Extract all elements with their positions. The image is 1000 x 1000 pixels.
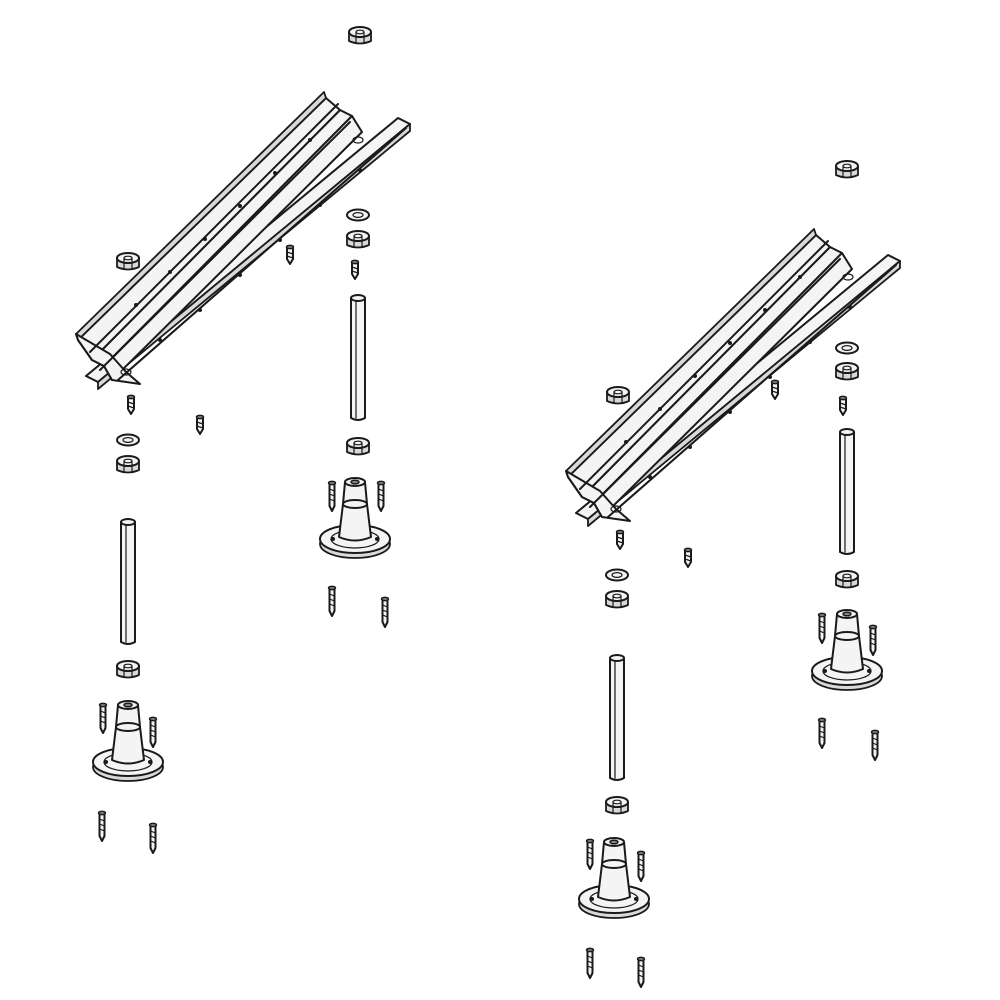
rod-nut [346,437,370,456]
leg-screw [615,529,625,550]
floor-screw [585,947,595,979]
threaded-rod [609,654,625,781]
floor-screw [97,810,107,842]
rod-nut [605,796,629,815]
rod-nut [835,570,859,589]
rail-screw [195,414,205,435]
right-bath-support-kit [565,160,901,988]
nut [835,362,859,381]
rail-nut [116,252,140,271]
leg-screw [838,395,848,416]
floor-screw [148,822,158,854]
leg-screw [350,259,360,280]
foot-screw [148,716,158,748]
foot-screw [327,480,337,512]
threaded-rod [839,428,855,555]
washer [835,341,859,355]
rod-nut [116,660,140,679]
left-bath-support-kit [75,26,411,854]
foot-screw [817,612,827,644]
top-nut [835,160,859,179]
nut [605,590,629,609]
threaded-rod [120,518,136,645]
washer [116,433,140,447]
foot-screw [98,702,108,734]
rail-screw [683,547,693,568]
foot-screw [868,624,878,656]
foot-screw [636,850,646,882]
rail-screw [285,244,295,265]
foot-screw [376,480,386,512]
rail-nut [606,386,630,405]
rail-screw [770,379,780,400]
floor-screw [636,956,646,988]
floor-screw [817,717,827,749]
threaded-rod [350,294,366,421]
leg-screw [126,394,136,415]
washer [346,208,370,222]
washer [605,568,629,582]
floor-screw [380,596,390,628]
floor-screw [870,729,880,761]
foot-screw [585,838,595,870]
nut [116,455,140,474]
floor-screw [327,585,337,617]
top-nut [348,26,372,45]
nut [346,230,370,249]
